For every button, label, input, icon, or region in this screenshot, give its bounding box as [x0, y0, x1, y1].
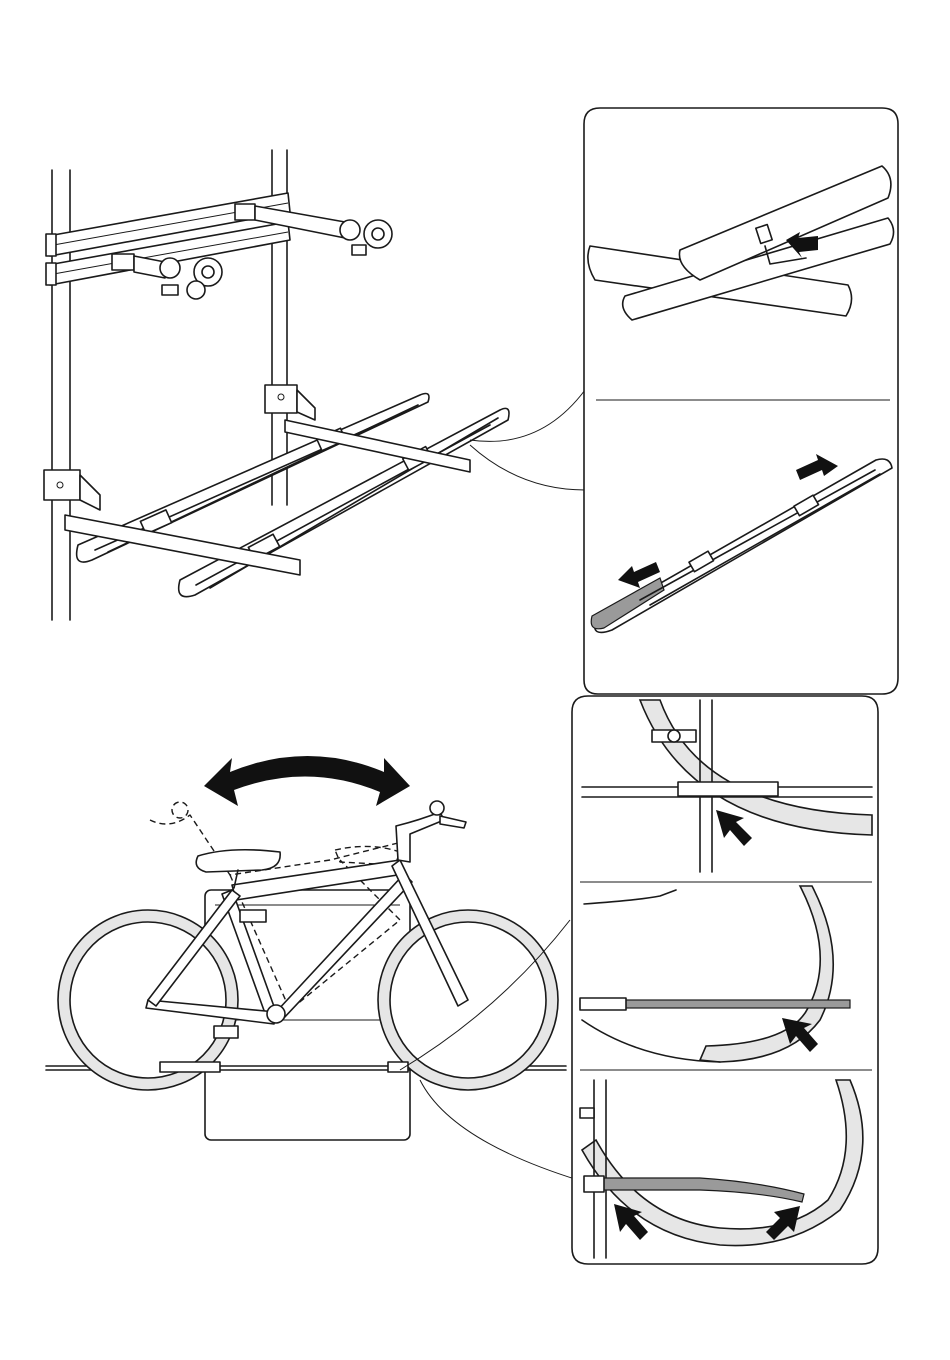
- bike-handlebar: [396, 801, 466, 862]
- double-arrow-icon: [204, 756, 410, 806]
- callout-connector: [470, 390, 585, 490]
- frame-clamp-arm-lower: [112, 254, 222, 299]
- detail-panel-top-right: [584, 108, 898, 694]
- detail-panel-bottom-right: [572, 696, 878, 1264]
- wall-mounted-rack-assembly: [44, 150, 585, 620]
- bike-on-rack-rear-view: [46, 756, 578, 1180]
